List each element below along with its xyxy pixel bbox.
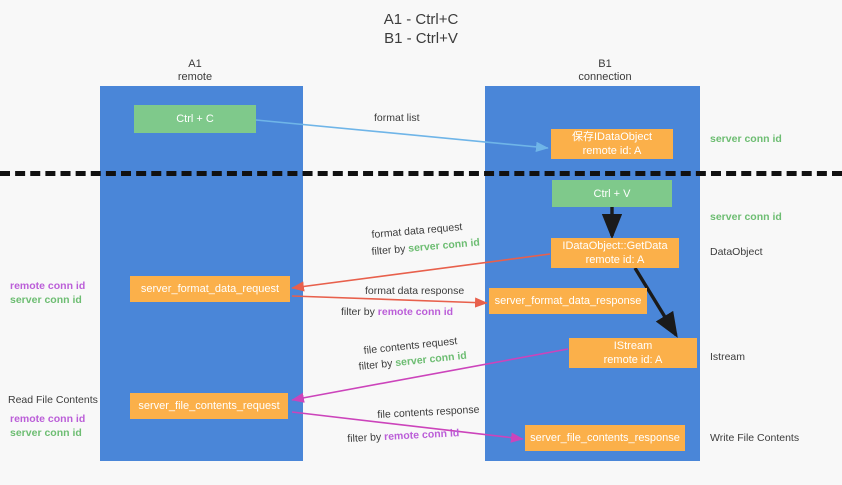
column-a1-name: A1: [188, 58, 202, 70]
node-getdata-line1: IDataObject::GetData: [562, 240, 668, 252]
node-save-idataobject[interactable]: 保存IDataObject remote id: A: [551, 129, 673, 159]
left-remote-conn-id-1: remote conn id: [10, 280, 86, 292]
node-server-format-data-request[interactable]: server_format_data_request: [130, 276, 290, 302]
annotation-format-list: format list: [374, 111, 420, 126]
filter-by-label-4: filter by: [347, 431, 385, 445]
node-server-file-contents-response[interactable]: server_file_contents_response: [525, 425, 685, 451]
server-conn-id-label-1: server conn id: [407, 236, 481, 255]
right-label-istream: Istream: [710, 350, 745, 364]
dashed-divider: [0, 171, 842, 176]
node-istream-line2: remote id: A: [603, 354, 663, 366]
remote-conn-id-label-2: remote conn id: [383, 427, 460, 444]
node-getdata-line2: remote id: A: [585, 254, 645, 266]
page-title: A1 - Ctrl+C B1 - Ctrl+V: [0, 10, 842, 48]
node-server-file-contents-request[interactable]: server_file_contents_request: [130, 393, 288, 419]
node-ctrl-c-label: Ctrl + C: [176, 113, 214, 125]
annotation-file-contents-response: file contents response: [377, 403, 480, 423]
annotation-file-contents-response-text: file contents response: [377, 403, 480, 421]
node-save-idataobject-line1: 保存IDataObject: [571, 131, 653, 143]
right-label-server-conn-id-top: server conn id: [710, 132, 782, 146]
node-server-file-contents-request-label: server_file_contents_request: [138, 400, 280, 412]
left-label-read-file-contents-text: Read File Contents: [8, 394, 98, 406]
node-istream[interactable]: IStream remote id: A: [569, 338, 697, 368]
right-label-dataobject: DataObject: [710, 245, 763, 259]
left-label-read-file-contents: Read File Contents: [8, 393, 98, 407]
right-label-server-conn-id-mid: server conn id: [710, 210, 782, 224]
left-server-conn-id-2: server conn id: [10, 427, 82, 439]
node-server-format-data-response-label: server_format_data_response: [494, 295, 642, 307]
node-ctrl-c[interactable]: Ctrl + C: [134, 105, 256, 133]
left-remote-conn-id-2: remote conn id: [10, 413, 86, 425]
right-label-istream-text: Istream: [710, 351, 746, 363]
node-save-idataobject-line2: remote id: A: [582, 145, 642, 157]
node-istream-line1: IStream: [613, 340, 653, 352]
node-ctrl-v[interactable]: Ctrl + V: [552, 180, 672, 207]
filter-by-label-3: filter by: [358, 357, 396, 373]
left-label-conn-ids-upper: remote conn id server conn id: [10, 279, 85, 307]
right-label-write-file-contents: Write File Contents: [710, 431, 799, 445]
right-label-server-conn-id-mid-text: server conn id: [710, 211, 782, 223]
right-label-dataobject-text: DataObject: [710, 246, 763, 258]
left-server-conn-id-1: server conn id: [10, 294, 82, 306]
column-b1-sub: connection: [578, 71, 632, 83]
node-server-format-data-response[interactable]: server_format_data_response: [489, 288, 647, 314]
node-server-format-data-request-label: server_format_data_request: [140, 283, 280, 295]
annotation-filter-file-contents-response: filter by remote conn id: [347, 426, 460, 447]
title-line-1: A1 - Ctrl+C: [383, 11, 459, 28]
right-label-server-conn-id-top-text: server conn id: [710, 133, 782, 145]
column-b1-name: B1: [598, 58, 612, 70]
left-label-conn-ids-lower: remote conn id server conn id: [10, 412, 85, 440]
node-server-file-contents-response-label: server_file_contents_response: [530, 432, 680, 444]
filter-by-label-2: filter by: [341, 306, 378, 318]
annotation-filter-format-data-response: filter by remote conn id: [341, 305, 453, 320]
node-ctrl-v-label: Ctrl + V: [593, 187, 631, 200]
column-a1-sub: remote: [177, 71, 213, 83]
title-line-2: B1 - Ctrl+V: [384, 30, 458, 47]
annotation-format-data-response: format data response: [365, 284, 464, 299]
right-label-write-file-contents-text: Write File Contents: [710, 432, 800, 444]
remote-conn-id-label-1: remote conn id: [377, 306, 454, 318]
filter-by-label-1: filter by: [371, 242, 409, 258]
annotation-format-list-text: format list: [374, 112, 420, 124]
annotation-format-data-response-text: format data response: [365, 285, 465, 297]
